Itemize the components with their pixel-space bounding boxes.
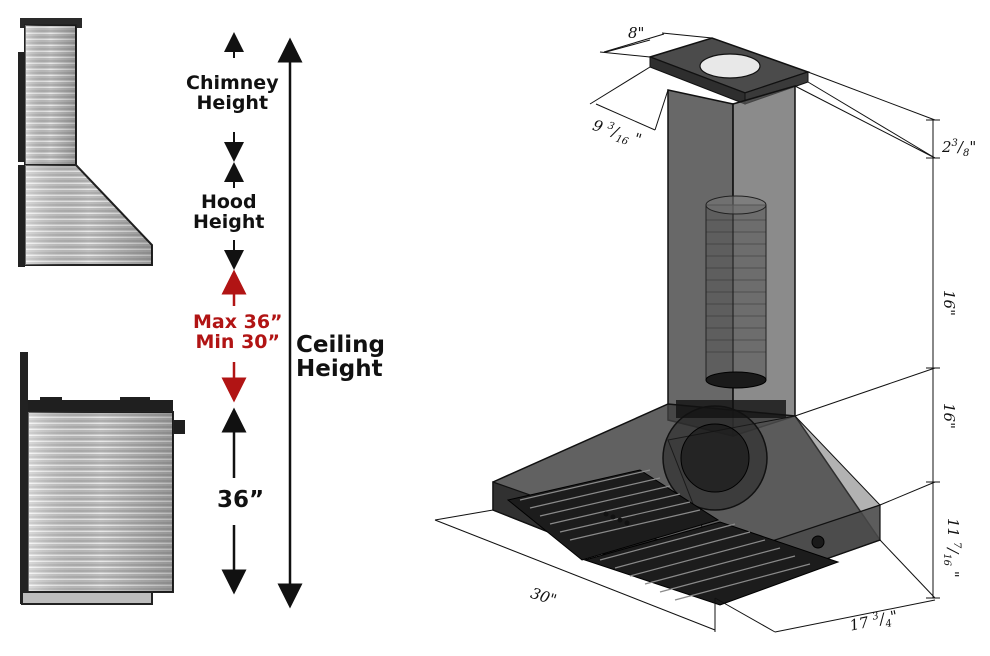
dimension-lines bbox=[434, 32, 936, 633]
counter-height-label: 36” bbox=[217, 487, 265, 513]
dimension-ticks bbox=[926, 119, 940, 599]
hood-height-line2: Height bbox=[193, 210, 265, 233]
chimney-height-line1: Chimney bbox=[186, 72, 279, 94]
clearance-label: Max 36” Min 30” bbox=[193, 311, 283, 353]
ceiling-height-line2: Height bbox=[296, 356, 383, 383]
internal-duct bbox=[705, 204, 767, 381]
range-knob bbox=[173, 420, 185, 434]
hood-height-line1: Hood bbox=[200, 191, 257, 213]
range-base bbox=[21, 591, 153, 605]
lower-chimney-dimension: 16" bbox=[940, 403, 958, 429]
control-buttons bbox=[603, 511, 630, 526]
chimney-height-line2: Height bbox=[196, 91, 269, 114]
ceiling-height-line1: Ceiling bbox=[296, 332, 385, 358]
height-arrows bbox=[221, 32, 303, 609]
min-clearance: Min 30” bbox=[195, 330, 281, 353]
hood-height-dimension: 11 7/16 " bbox=[941, 518, 962, 578]
range-side-illustration bbox=[20, 352, 185, 605]
hood-height-label: Hood Height bbox=[193, 191, 265, 233]
ceiling-height-label: Ceiling Height bbox=[296, 333, 385, 381]
hood-side-illustration bbox=[18, 18, 153, 267]
upper-chimney-dimension: 16" bbox=[940, 290, 958, 316]
chimney-height-label: Chimney Height bbox=[186, 72, 279, 114]
top-width-dimension: 8" bbox=[628, 24, 645, 42]
range-cooktop bbox=[28, 400, 173, 412]
baffle-filter-right bbox=[583, 521, 840, 606]
chimney-wall-bracket bbox=[18, 52, 25, 162]
chimney-cap bbox=[20, 18, 82, 28]
max-clearance: Max 36” bbox=[193, 311, 283, 333]
duct-opening bbox=[699, 53, 761, 79]
range-backguard bbox=[20, 352, 28, 604]
cap-height-dimension: 23/8" bbox=[942, 138, 977, 159]
hood-isometric-illustration bbox=[492, 37, 882, 606]
control-knob bbox=[811, 535, 825, 549]
